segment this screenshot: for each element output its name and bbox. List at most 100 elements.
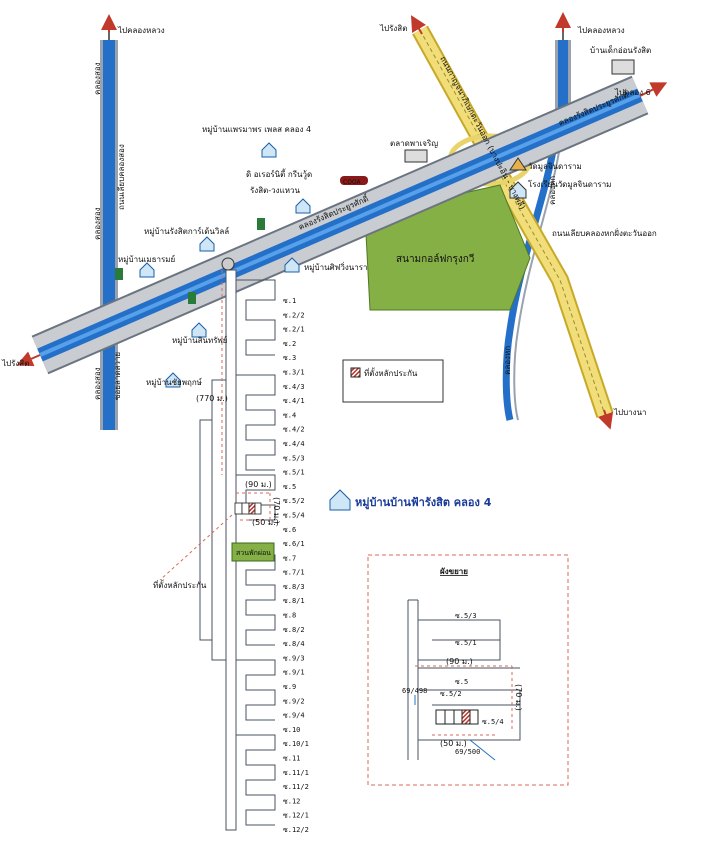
arrow-label-top-center: ไปรังสิต — [379, 24, 407, 33]
place-talat: ตลาดพาเจริญ — [390, 139, 438, 148]
soi-label: ซ.2/2 — [283, 311, 305, 319]
inset-soi-52: ซ.5/2 — [440, 690, 462, 698]
soi-label: ซ.7 — [283, 554, 296, 562]
soi-label: ซ.12/2 — [283, 826, 309, 834]
soi-label: ซ.5/3 — [283, 454, 305, 462]
inset-distance-90: (90 ม.) — [446, 657, 473, 666]
soi-label: ซ.8/1 — [283, 597, 305, 605]
soi-label: ซ.2/1 — [283, 326, 305, 334]
soi-label: ซ.9 — [283, 683, 296, 691]
soi-label: ซ.11/2 — [283, 783, 309, 791]
soi-labels: ซ.1 ซ.2/2 ซ.2/1 ซ.2 ซ.3 ซ.3/1 ซ.4/3 ซ.4/1 ซ.4 ซ.4… — [283, 297, 309, 834]
soi-label: ซ.8/2 — [283, 626, 305, 634]
soi-label: ซ.12/1 — [283, 812, 309, 820]
khlong6-label: คลองหก — [503, 346, 512, 375]
village-title: หมู่บ้านบ้านฟ้ารังสิต คลอง 4 — [355, 496, 492, 510]
soi-label: ซ.5/4 — [283, 512, 305, 520]
khlong-label: คลองสอง — [93, 62, 102, 95]
soi-label: ซ.11 — [283, 755, 300, 763]
soi-label: ซ.9/3 — [283, 654, 305, 662]
store-icon — [257, 218, 265, 230]
legend-box — [342, 359, 444, 403]
place-dlw2: รังสิต-วงแหวน — [250, 186, 300, 195]
soi-label: ซ.10/1 — [283, 740, 309, 748]
place-metharom: หมู่บ้านเมธารมย์ — [118, 254, 175, 265]
arrow-label-top-left: ไปคลองหลวง — [117, 26, 165, 35]
inset-title: ผังขยาย — [440, 567, 468, 576]
soi-label: ซ.3 — [283, 354, 296, 362]
khlong6-label: คลองหก — [548, 176, 557, 205]
collateral-pointer-label: ที่ตั้งหลักประกัน — [153, 579, 207, 590]
soi-label: ซ.6 — [283, 526, 296, 534]
building-icon — [611, 59, 635, 75]
soi-label: ซ.4 — [283, 411, 296, 419]
house-icon — [199, 236, 215, 252]
inset-frame — [367, 554, 569, 786]
soi-label: ซ.8/3 — [283, 583, 305, 591]
khlong-label: คลองสอง — [93, 207, 102, 240]
soi-label: ซ.5/1 — [283, 469, 305, 477]
soi-label: ซ.9/2 — [283, 697, 305, 705]
house-icons — [139, 142, 351, 511]
school-icon — [509, 181, 527, 199]
place-bandek: บ้านเด็กอ่อนรังสิต — [590, 45, 651, 55]
soi-label: ซ.3/1 — [283, 369, 305, 377]
house-icon — [295, 198, 311, 214]
arrow-label-top-right: ไปคลองหลวง — [577, 26, 625, 35]
legend-label: ที่ตั้งหลักประกัน — [364, 367, 418, 378]
inset-distance-50: (50 ม.) — [440, 739, 467, 748]
inset-address-1: 69/498 — [402, 687, 427, 695]
logo-label: COOA — [343, 179, 362, 186]
soi-label: ซ.10 — [283, 726, 300, 734]
house-icon — [165, 372, 181, 388]
place-dlw: ดิ อเรอร์นิตี้ กรีนวู้ด — [246, 168, 312, 180]
soi-label: ซ.5 — [283, 483, 296, 491]
soi-road-label: ซอยลาดสวาย — [113, 352, 122, 400]
inset-address-2: 69/500 — [455, 748, 480, 756]
arrow-label-left: ไปรังสิต — [1, 359, 29, 368]
collateral-marker — [234, 502, 262, 515]
inset-soi-51: ซ.5/1 — [455, 639, 477, 647]
soi-label: ซ.12 — [283, 797, 300, 805]
soi-label: ซ.8 — [283, 612, 296, 620]
inset-soi-54: ซ.5/4 — [482, 718, 504, 726]
inset-soi-53: ซ.5/3 — [455, 612, 477, 620]
east-road-label: ถนนเลียบคลองหกฝั่งตะวันออก — [552, 227, 657, 238]
distance-770: (770 ม.) — [196, 394, 228, 403]
soi-label: ซ.11/1 — [283, 769, 309, 777]
place-rangsit-garden: หมู่บ้านรังสิตการ์เด้นวิลล์ — [144, 226, 229, 237]
house-icon — [191, 322, 207, 338]
distance-dashes — [159, 270, 271, 581]
landmark-icons — [115, 59, 635, 304]
soi-label: ซ.8/4 — [283, 640, 305, 648]
house-icon — [329, 489, 351, 511]
soi-label: ซ.9/4 — [283, 712, 305, 720]
inset-soi-5: ซ.5 — [455, 678, 468, 686]
place-wat: วัดมูลจินดาราม — [528, 162, 582, 172]
place-chaiphruek: หมู่บ้านชัยพฤกษ์ — [146, 377, 202, 388]
mall-icon — [221, 257, 235, 271]
khlong-label: คลองสอง — [93, 367, 102, 400]
temple-icon — [509, 157, 527, 171]
house-icon — [139, 262, 155, 278]
soi-label: ซ.4/2 — [283, 426, 305, 434]
distance-90: (90 ม.) — [245, 480, 272, 489]
place-park: สวนพักผ่อน — [236, 549, 271, 557]
soi-label: ซ.4/3 — [283, 383, 305, 391]
soi-label: ซ.5/2 — [283, 497, 305, 505]
store-icon — [115, 268, 123, 280]
place-school: โรงเรียนวัดมูลจินดาราม — [528, 179, 611, 190]
park-area — [231, 542, 275, 562]
house-icon — [284, 257, 300, 273]
soi-label: ซ.1 — [283, 297, 296, 305]
market-icon — [404, 149, 428, 163]
main-road — [31, 75, 649, 375]
soi-grid — [199, 279, 276, 826]
arrow-label-bottom-right: ไปบางนา — [613, 408, 647, 417]
soi-label: ซ.9/1 — [283, 669, 305, 677]
soi-label: ซ.2 — [283, 340, 296, 348]
place-golf: สนามกอล์ฟกรุงกวี — [396, 253, 474, 265]
soi-label: ซ.4/1 — [283, 397, 305, 405]
